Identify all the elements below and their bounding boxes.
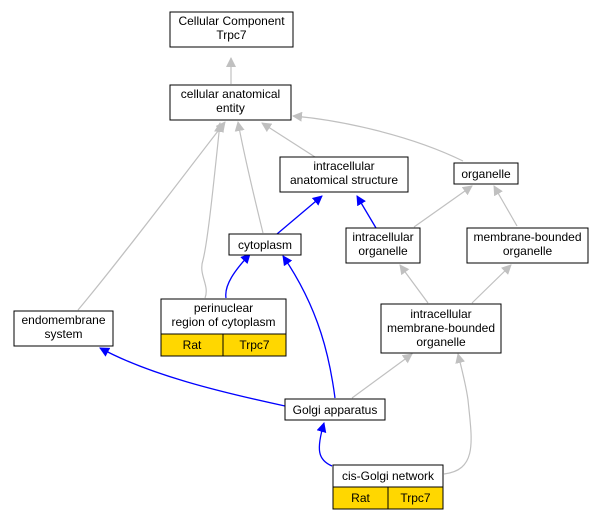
node-golgi-apparatus[interactable]: Golgi apparatus [284,398,386,421]
node-membrane-bounded-organelle[interactable]: membrane-bounded organelle [466,227,589,264]
node-label-line: Cellular Component [178,14,285,28]
node-label-line: membrane-bounded [387,321,495,335]
edge-ias-to-cae [261,122,316,158]
edge-golgi-partof-endomem [99,347,286,407]
node-label-line: system [44,327,82,341]
edge-cisgolgi-partof-golgi [316,422,333,467]
annotation-gene-label: Trpc7 [400,491,431,505]
node-organelle[interactable]: organelle [453,162,519,185]
node-label-line: organelle [358,244,408,258]
node-cis-golgi-network[interactable]: cis-Golgi network Rat Trpc7 [332,464,444,510]
node-intracellular-anatomical-structure[interactable]: intracellular anatomical structure [279,156,409,193]
node-label-line: Golgi apparatus [293,403,378,417]
node-label-line: entity [216,101,245,115]
node-cytoplasm[interactable]: cytoplasm [228,233,302,256]
node-label-line: organelle [503,244,553,258]
edge-perinuclear-to-cae [201,122,225,299]
edge-imbo-to-mborg [471,264,512,304]
annotation-gene-cell [387,486,444,510]
node-label-line: intracellular [352,230,413,244]
node-intracellular-membrane-bounded-organelle[interactable]: intracellular membrane-bounded organelle [380,303,502,354]
node-label-line: cellular anatomical [181,87,280,101]
node-label-line: region of cytoplasm [171,315,275,329]
node-label-line: intracellular [313,159,374,173]
edge-endomem-to-cae [77,121,226,311]
annotation-species-label: Rat [351,491,370,505]
edge-cytoplasm-partof-ias [276,195,323,235]
node-perinuclear-region-of-cytoplasm[interactable]: perinuclear region of cytoplasm Rat Trpc… [160,298,287,357]
edge-organelle-to-cae [292,111,464,162]
edge-intraorg-to-organelle [413,185,473,228]
edge-golgi-partof-cytoplasm [282,255,336,399]
node-cellular-anatomical-entity[interactable]: cellular anatomical entity [169,84,292,121]
edge-cytoplasm-to-cae [234,121,264,234]
node-label-line: Trpc7 [216,28,247,42]
node-label-line: organelle [416,335,466,349]
edge-imbo-to-intraorg [399,264,429,304]
edge-cisgolgi-to-imbo [443,353,472,475]
edge-intraorg-partof-ias [356,195,377,229]
edge-golgi-to-imbo [351,353,413,399]
node-label-line: endomembrane [21,313,105,327]
node-endomembrane-system[interactable]: endomembrane system [13,310,114,347]
node-label-line: perinuclear [194,301,253,315]
edge-mborg-to-organelle [493,185,518,227]
node-label-line: anatomical structure [290,173,398,187]
node-label-line: organelle [461,167,511,181]
node-intracellular-organelle[interactable]: intracellular organelle [345,227,421,264]
edge-perinuclear-partof-cytoplasm [225,253,251,299]
node-cellular-component[interactable]: Cellular Component Trpc7 [169,11,294,48]
node-label-line: cytoplasm [238,238,292,252]
annotation-species-label: Rat [183,338,202,352]
node-label-line: intracellular [410,307,471,321]
node-label-line: cis-Golgi network [342,469,435,483]
node-label-line: membrane-bounded [473,230,581,244]
annotation-gene-cell [222,333,287,357]
annotation-gene-label: Trpc7 [239,338,270,352]
